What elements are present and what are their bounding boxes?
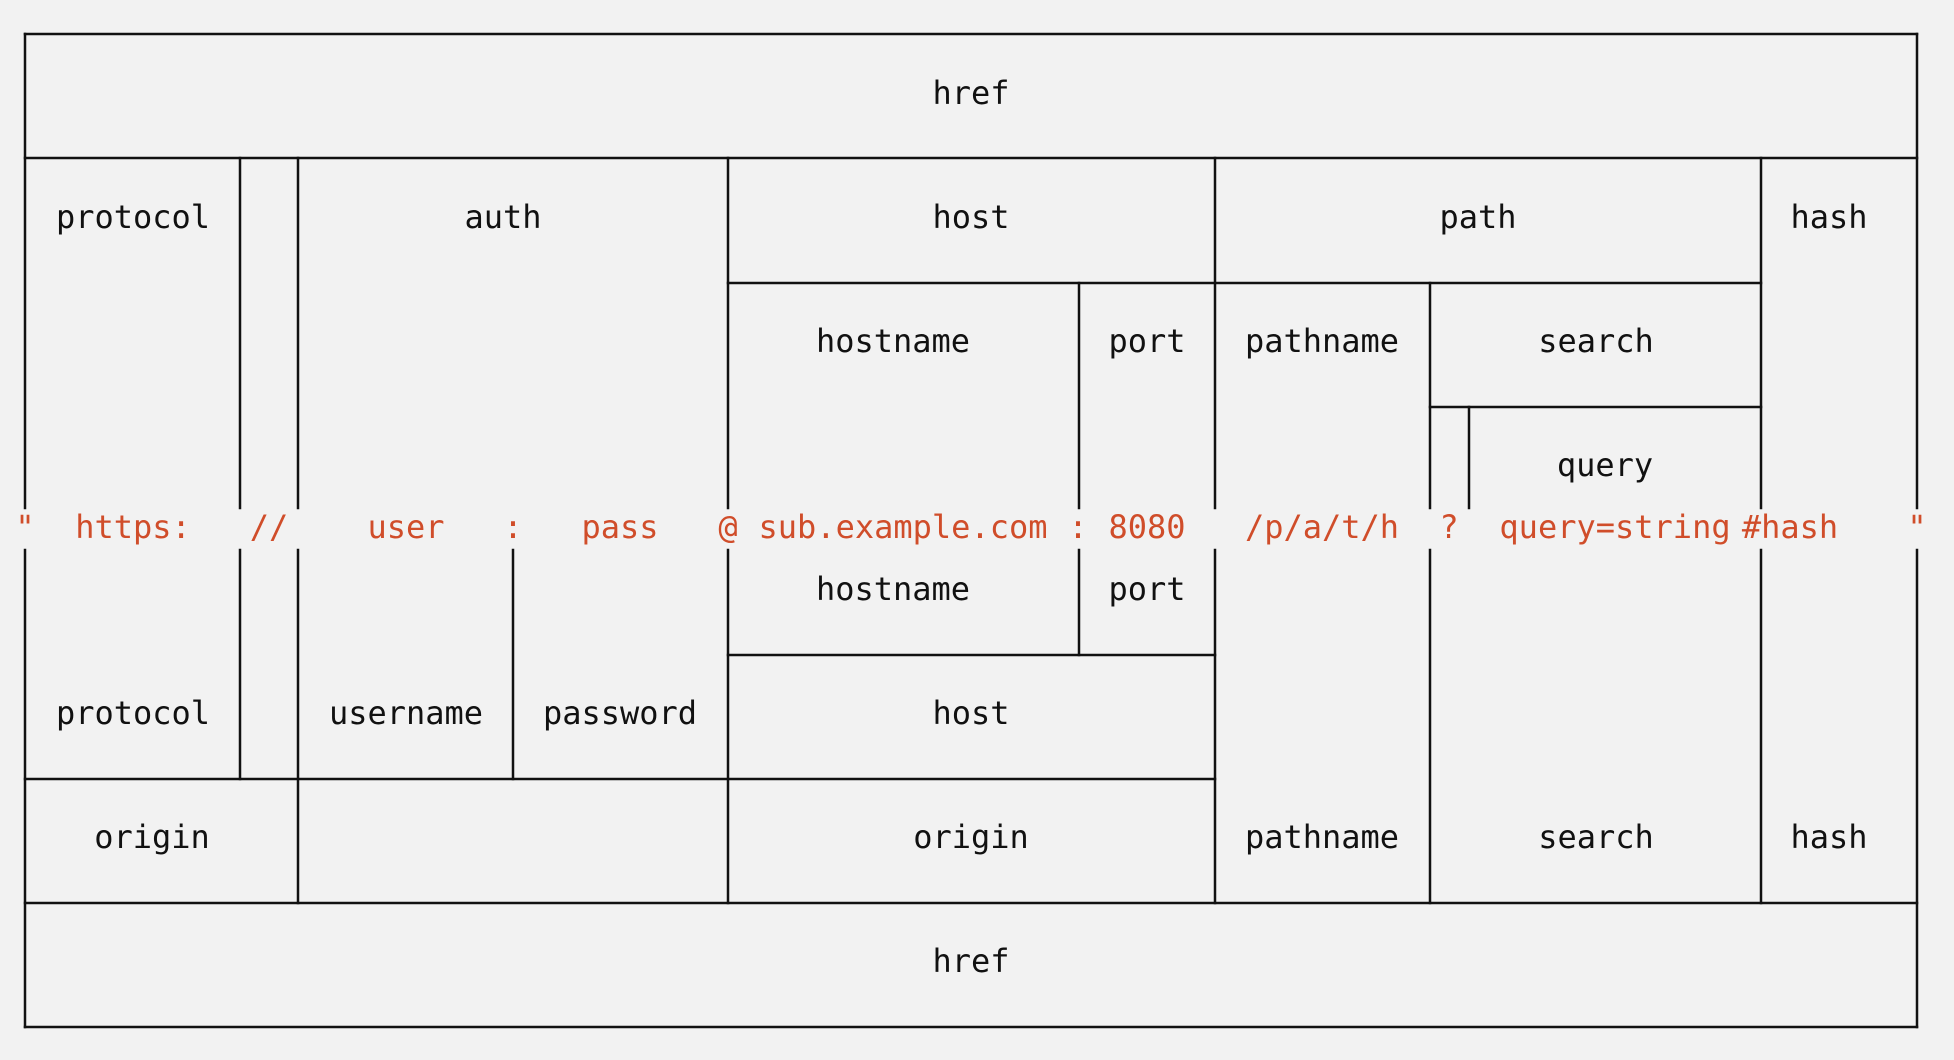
label-pathname-bottom: pathname: [1245, 818, 1399, 856]
url-pass: pass: [581, 508, 658, 546]
label-href-bottom: href: [932, 942, 1009, 980]
url-user: user: [367, 508, 444, 546]
url-open-quote: ": [15, 508, 34, 546]
label-origin-left: origin: [94, 818, 210, 856]
label-auth: auth: [464, 198, 541, 236]
label-protocol-bottom: protocol: [56, 694, 210, 732]
url-close-quote: ": [1907, 508, 1926, 546]
label-pathname-top: pathname: [1245, 322, 1399, 360]
url-at: @: [718, 508, 737, 546]
label-search-top: search: [1538, 322, 1654, 360]
url-hash: #hash: [1742, 508, 1838, 546]
label-hostname-bottom: hostname: [816, 570, 970, 608]
label-origin-center: origin: [913, 818, 1029, 856]
label-search-bottom: search: [1538, 818, 1654, 856]
label-hostname-top: hostname: [816, 322, 970, 360]
url-pathname: /p/a/t/h: [1245, 508, 1399, 546]
label-password: password: [543, 694, 697, 732]
diagram-lines: [23, 32, 1919, 1029]
label-hash-top: hash: [1790, 198, 1867, 236]
url-protocol: https:: [75, 508, 191, 546]
label-protocol-top: protocol: [56, 198, 210, 236]
label-username: username: [329, 694, 483, 732]
url-question: ?: [1439, 508, 1458, 546]
label-href-top: href: [932, 74, 1009, 112]
label-port-top: port: [1108, 322, 1185, 360]
label-hash-bottom: hash: [1790, 818, 1867, 856]
url-slashes: //: [250, 508, 289, 546]
url-port: 8080: [1108, 508, 1185, 546]
label-host-bottom: host: [932, 694, 1009, 732]
label-query: query: [1557, 446, 1653, 484]
url-colon-port: :: [1068, 508, 1087, 546]
label-port-bottom: port: [1108, 570, 1185, 608]
url-hostname: sub.example.com: [759, 508, 1048, 546]
url-colon-auth: :: [503, 508, 522, 546]
label-host-top: host: [932, 198, 1009, 236]
label-path: path: [1439, 198, 1516, 236]
url-query: query=string: [1499, 508, 1730, 546]
